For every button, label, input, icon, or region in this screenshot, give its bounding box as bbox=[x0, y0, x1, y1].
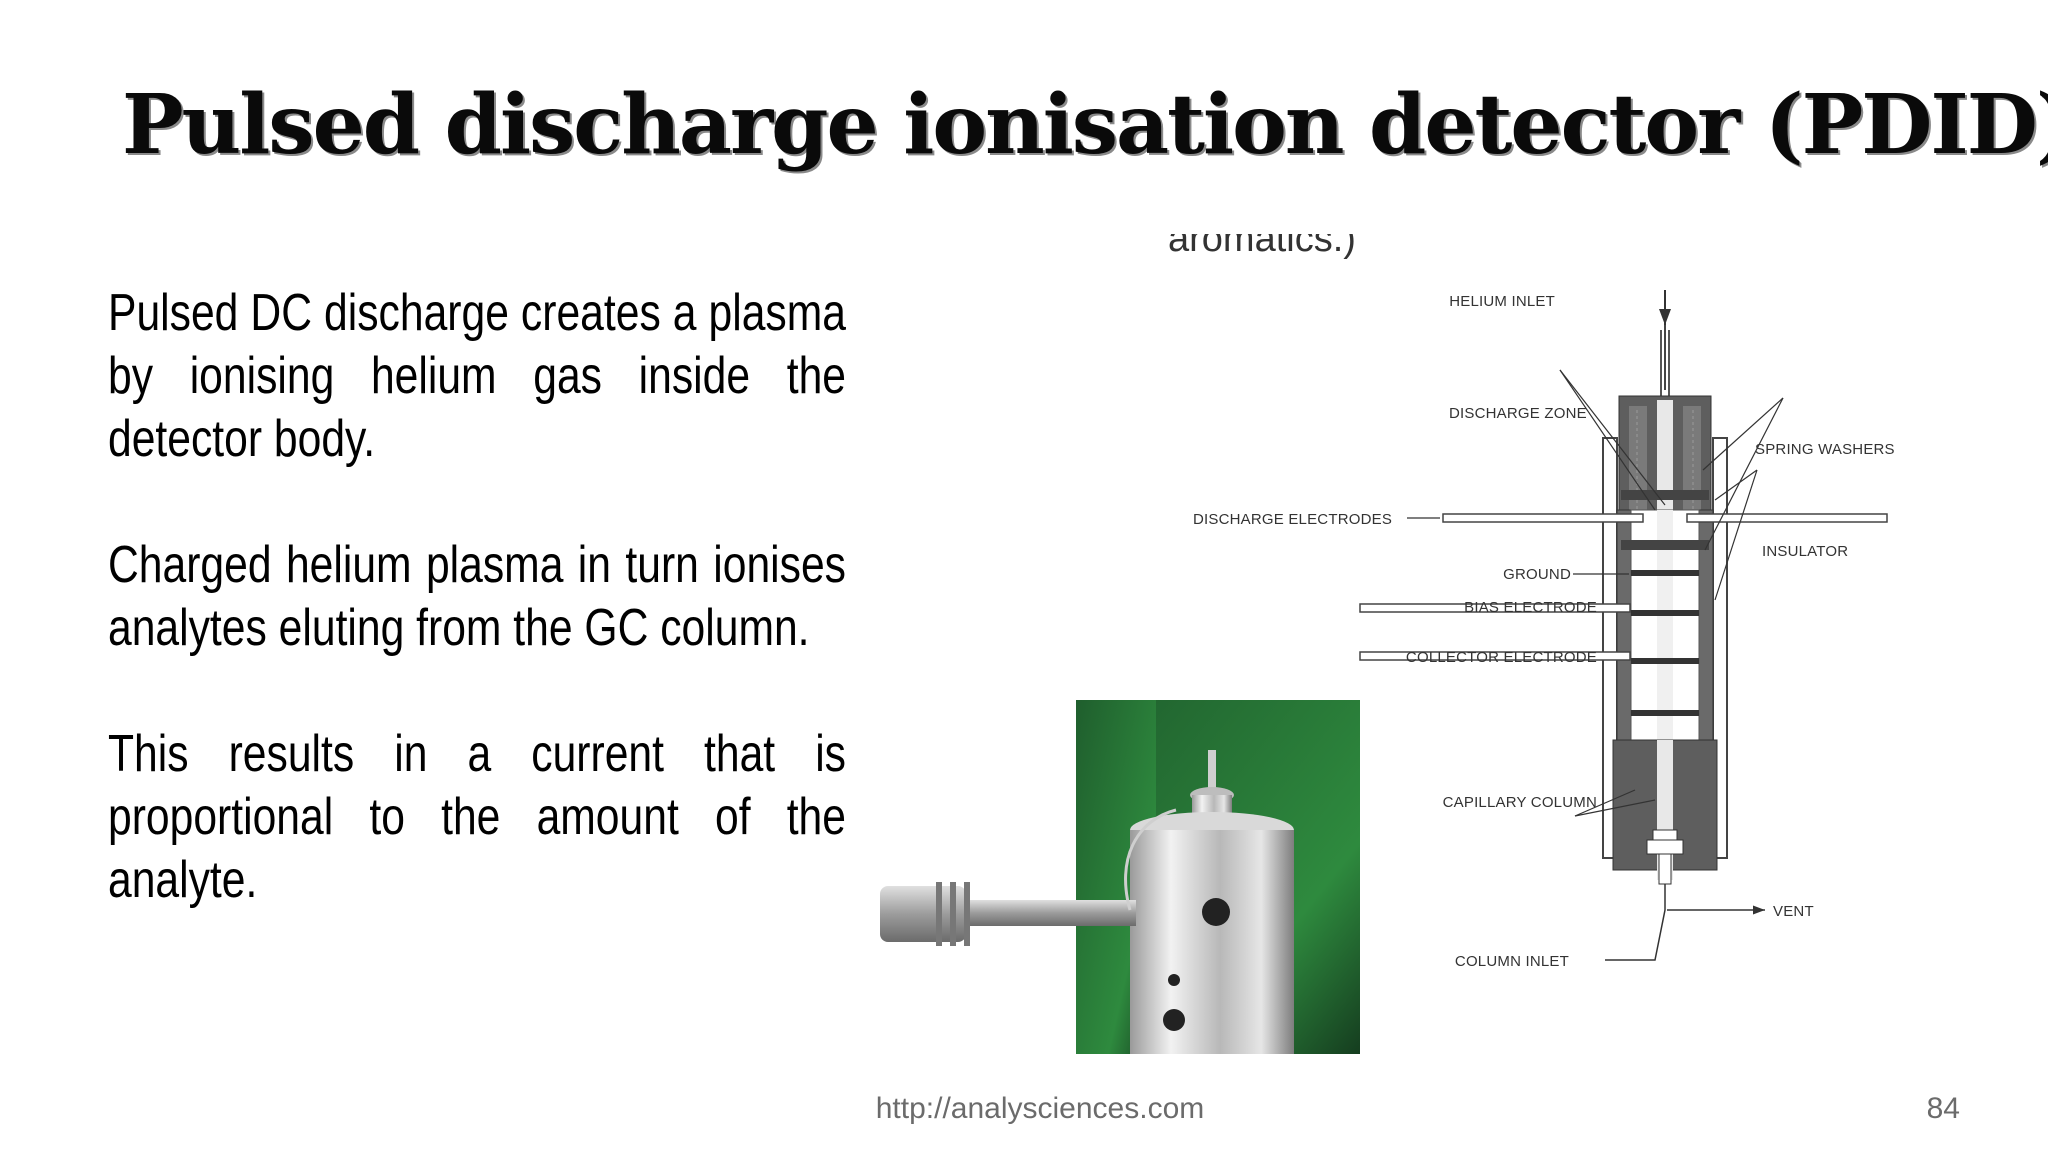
label-capillary-column: CAPILLARY COLUMN bbox=[1443, 794, 1597, 811]
label-collector-electrode: COLLECTOR ELECTRODE bbox=[1406, 649, 1597, 666]
slide-title: Pulsed discharge ionisation detector (PD… bbox=[122, 77, 2048, 173]
cropped-caption-text: aromatics.) bbox=[1168, 234, 1356, 260]
body-text: Pulsed DC discharge creates a plasma by … bbox=[108, 282, 846, 975]
label-insulator: INSULATOR bbox=[1762, 543, 1848, 560]
label-discharge-electrodes: DISCHARGE ELECTRODES bbox=[1193, 511, 1392, 528]
page-number: 84 bbox=[1926, 1092, 1960, 1125]
detector-photo bbox=[876, 700, 1360, 1054]
label-ground: GROUND bbox=[1503, 566, 1571, 583]
label-helium-inlet: HELIUM INLET bbox=[1449, 293, 1555, 310]
paragraph-current: This results in a current that is propor… bbox=[108, 725, 846, 909]
label-discharge-zone: DISCHARGE ZONE bbox=[1449, 405, 1587, 422]
label-bias-electrode: BIAS ELECTRODE bbox=[1464, 599, 1597, 616]
pdid-diagram: HELIUM INLET DISCHARGE ZONE SPRING WASHE… bbox=[1193, 290, 1895, 970]
paragraph-ionisation: Charged helium plasma in turn ionises an… bbox=[108, 536, 846, 657]
label-vent: VENT bbox=[1773, 903, 1814, 920]
label-column-inlet: COLUMN INLET bbox=[1455, 953, 1569, 970]
footer-url[interactable]: http://analysciences.com bbox=[875, 1092, 1205, 1125]
label-spring-washers: SPRING WASHERS bbox=[1755, 441, 1895, 458]
cropped-caption: aromatics.) bbox=[1168, 234, 1368, 268]
paragraph-plasma: Pulsed DC discharge creates a plasma by … bbox=[108, 284, 846, 468]
